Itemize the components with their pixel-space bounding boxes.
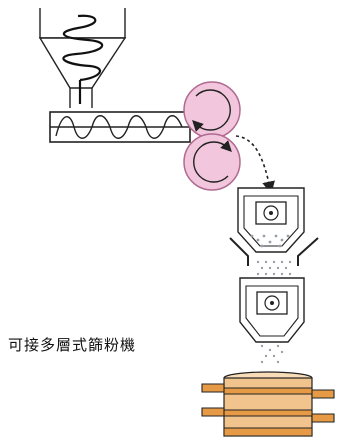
powder-stream: [256, 260, 292, 276]
diagram-caption: 可接多層式篩粉機: [8, 336, 137, 354]
deflector-plates: [229, 237, 319, 266]
lower-grinder-icon: [239, 277, 305, 343]
screw-conveyor-icon: [49, 111, 191, 143]
powder-falling: [260, 344, 284, 364]
mixer-spiral-icon: [62, 14, 104, 104]
chute-arrow-icon: [235, 135, 275, 195]
feed-hopper: [38, 8, 127, 108]
multi-layer-sifter-icon: [201, 371, 335, 437]
upper-grinder-icon: [237, 187, 305, 253]
roller-pair-icon: [183, 81, 241, 191]
